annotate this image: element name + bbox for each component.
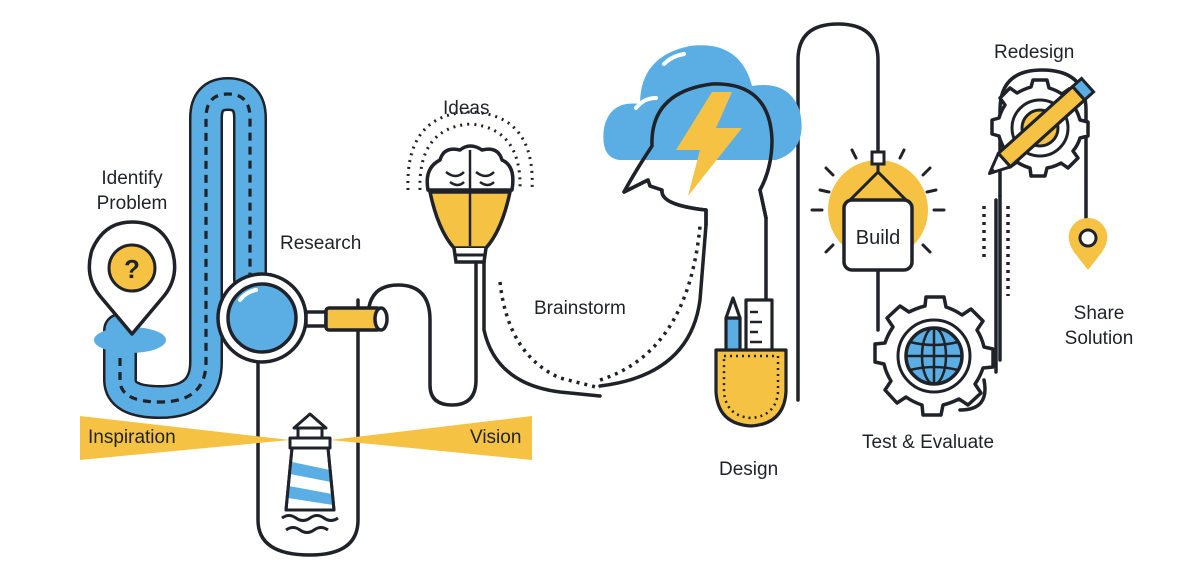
label-test-evaluate: Test & Evaluate xyxy=(862,432,995,453)
label-design: Design xyxy=(719,459,779,480)
label-redesign: Redesign xyxy=(994,42,1075,63)
label-research: Research xyxy=(280,233,362,254)
process-path-blue xyxy=(103,77,267,419)
location-pin-icon xyxy=(1068,218,1108,270)
lightbulb-brain-icon xyxy=(406,110,534,264)
head-cloud-lightning-icon xyxy=(603,45,802,225)
vision-banner xyxy=(330,416,532,460)
label-identify-problem: Identify Problem xyxy=(96,168,168,214)
map-pin-question-icon: ? xyxy=(87,220,177,353)
pocket-ruler-pencil-icon xyxy=(714,296,788,428)
globe-gear-icon xyxy=(873,295,995,417)
gear-pencil-icon xyxy=(987,76,1096,178)
lighthouse-icon xyxy=(281,412,339,534)
label-brainstorm: Brainstorm xyxy=(534,298,626,319)
label-vision: Vision xyxy=(470,427,522,448)
label-inspiration: Inspiration xyxy=(88,427,176,448)
magnifier-icon xyxy=(216,272,389,364)
dotted-trails xyxy=(498,206,1010,390)
crane-hook-box-icon xyxy=(810,148,946,272)
label-share-solution: Share Solution xyxy=(1064,303,1134,349)
label-build: Build xyxy=(855,227,901,249)
svg-text:?: ? xyxy=(124,254,140,284)
label-ideas: Ideas xyxy=(443,98,490,119)
inspiration-banner xyxy=(80,416,290,460)
